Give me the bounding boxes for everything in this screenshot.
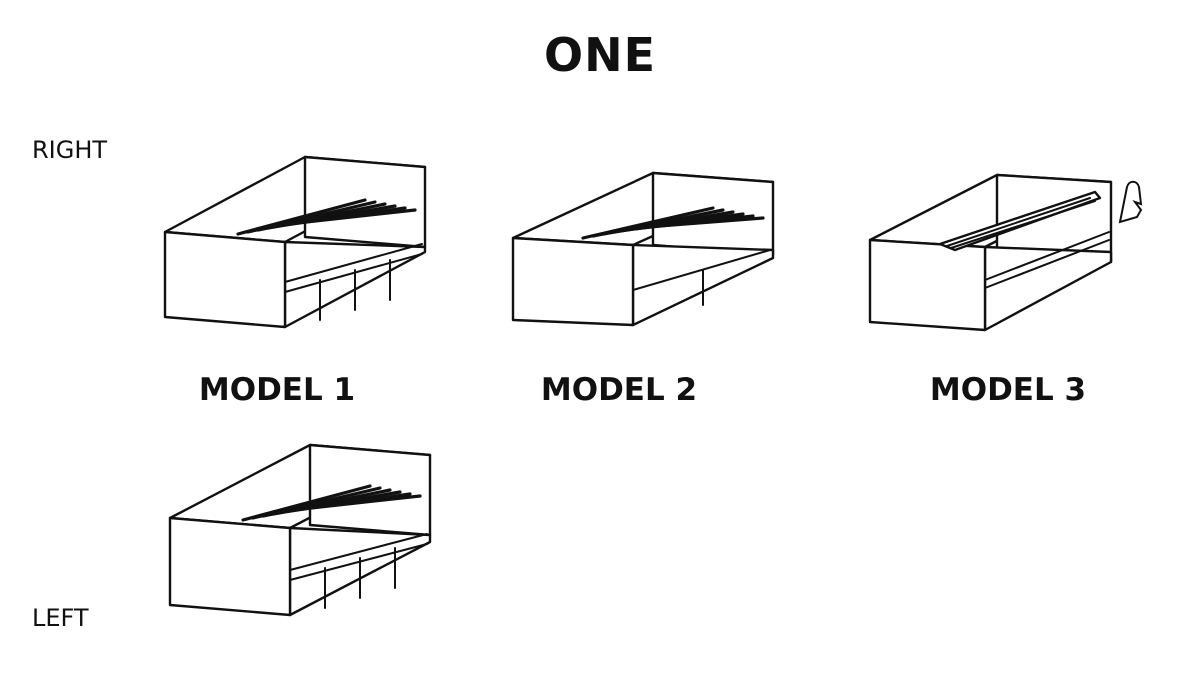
bed-storage-compartment xyxy=(984,231,1110,289)
bed-model-1-left-icon xyxy=(168,443,432,617)
bed-slats xyxy=(581,206,765,240)
bed-end-panel xyxy=(868,238,987,332)
orientation-label-right: RIGHT xyxy=(32,136,108,164)
bed-slats xyxy=(236,198,417,236)
orientation-label-left: LEFT xyxy=(32,604,89,632)
rotate-arrow-icon xyxy=(1118,180,1143,224)
page-title: ONE xyxy=(543,28,657,82)
bed-long-side xyxy=(983,245,1113,332)
bed-double-drawer xyxy=(632,249,771,306)
bed-end-panel xyxy=(511,236,635,327)
model-2-label: MODEL 2 xyxy=(540,372,698,408)
bed-slats xyxy=(946,197,1096,249)
bed-storage-shelves xyxy=(289,533,428,609)
model-1-label: MODEL 1 xyxy=(198,372,356,408)
bed-end-panel xyxy=(168,516,292,617)
bed-storage-shelves xyxy=(284,243,423,321)
bed-model-2-right-icon xyxy=(511,171,775,327)
bed-model-1-right-icon xyxy=(163,155,427,329)
bed-headboard xyxy=(303,155,427,249)
bed-model-3-right-icon xyxy=(868,173,1143,332)
bed-slats xyxy=(241,484,422,522)
bed-end-panel xyxy=(163,230,287,329)
model-3-label: MODEL 3 xyxy=(929,372,1087,408)
